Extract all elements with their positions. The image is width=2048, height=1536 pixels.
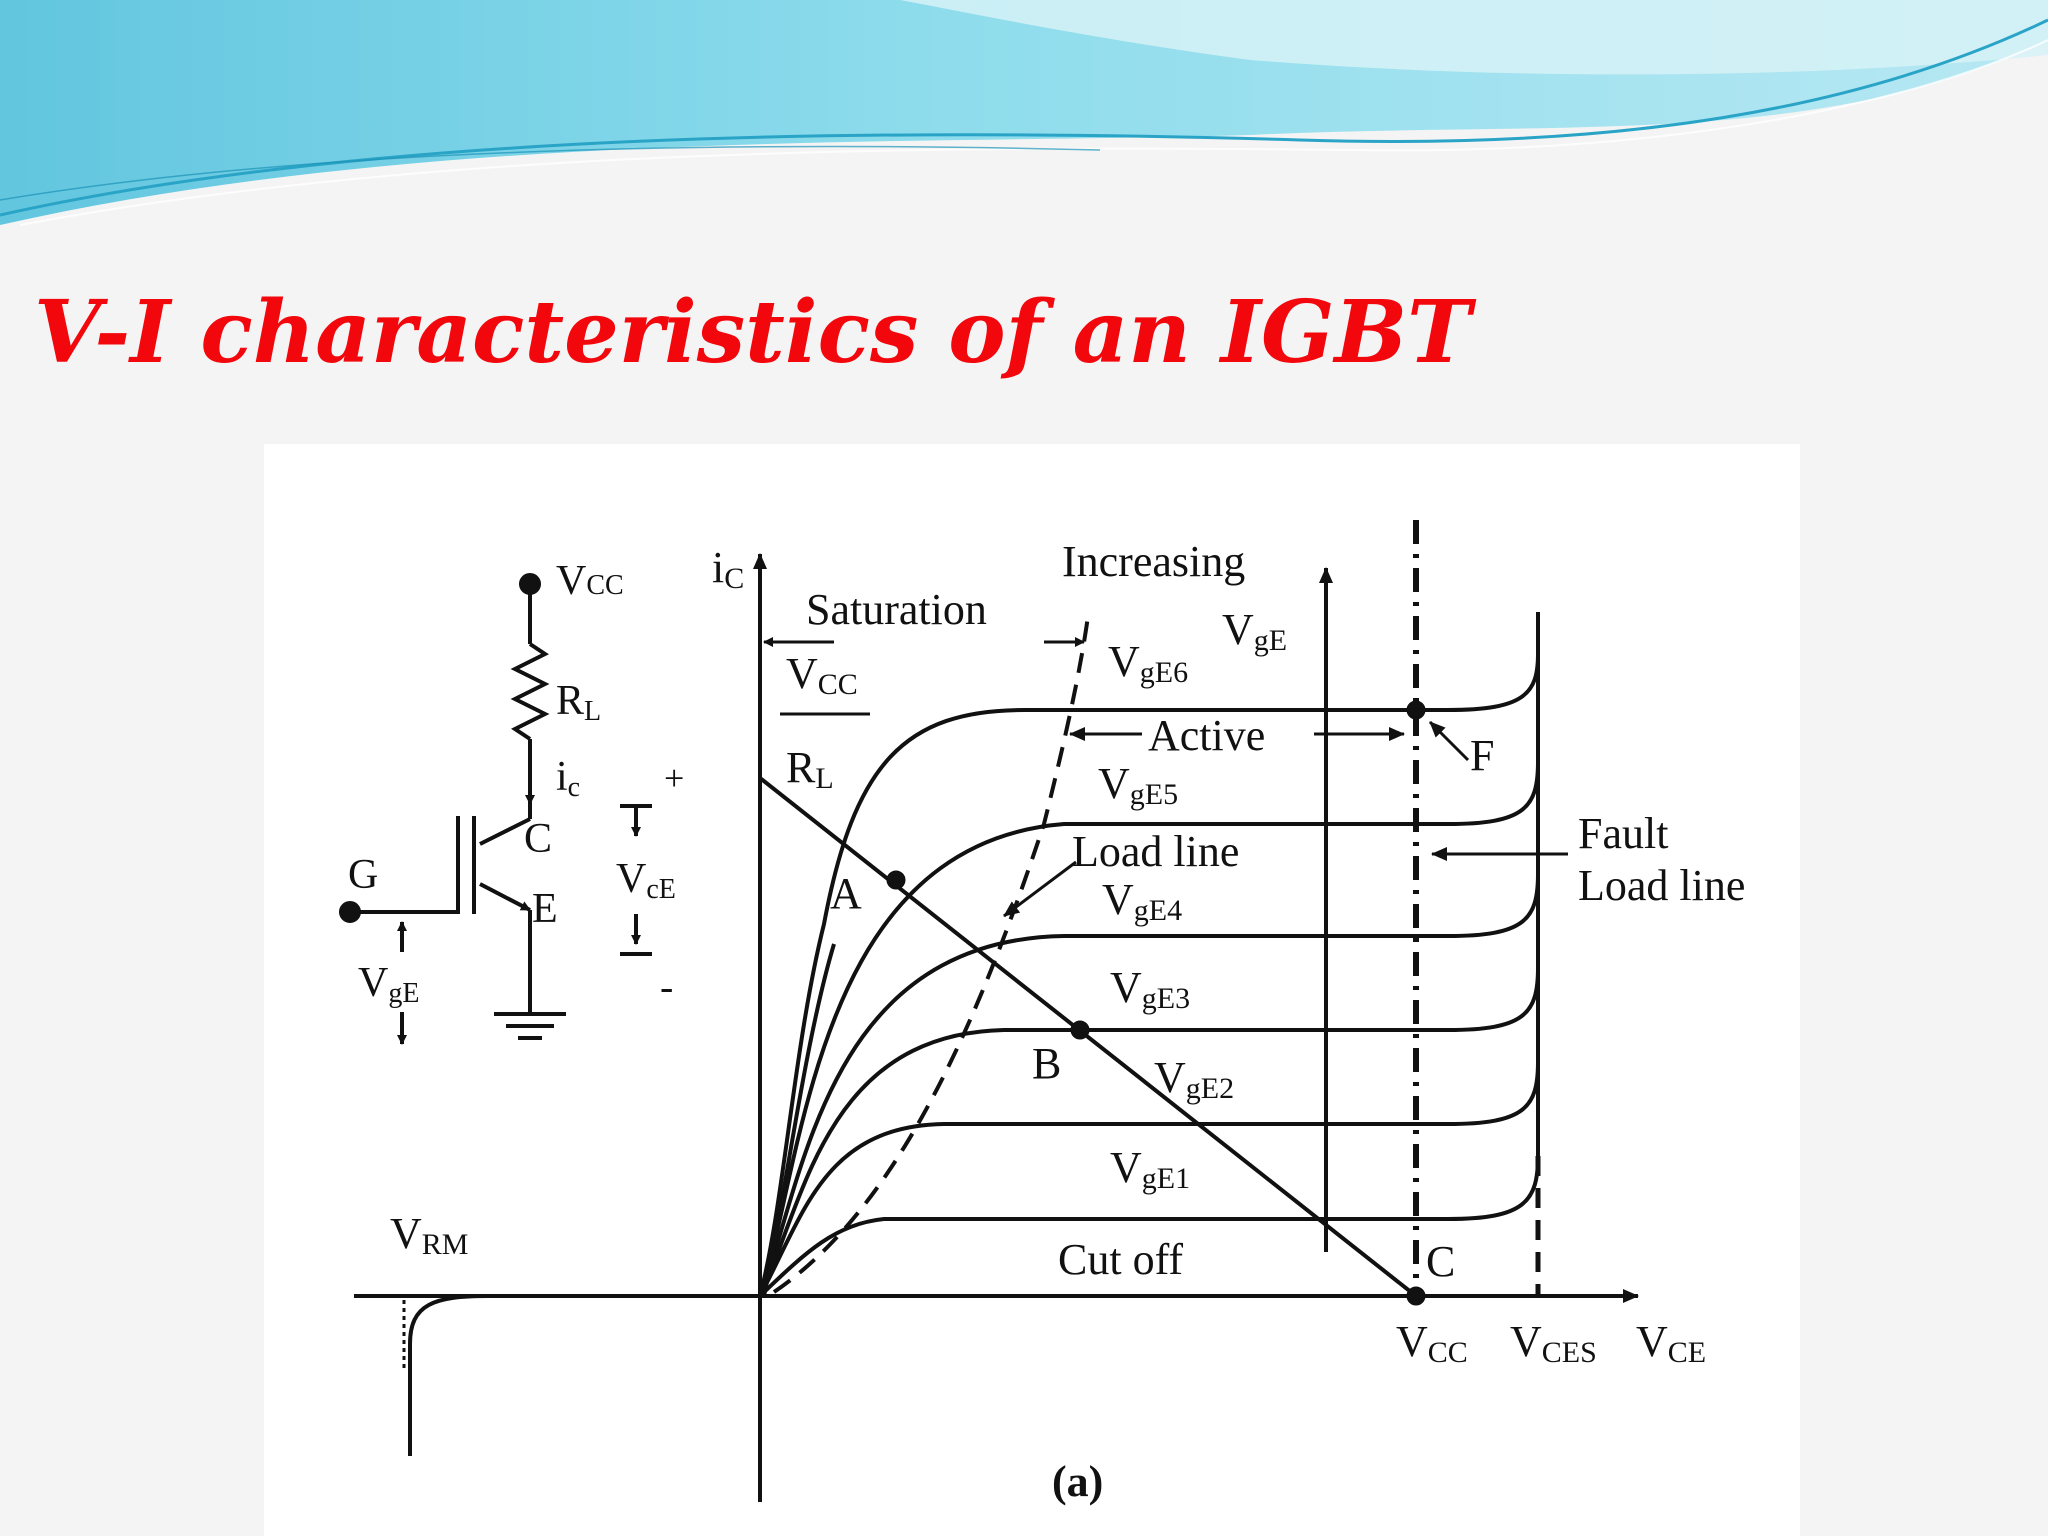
vce-plus-sign: + (664, 758, 684, 798)
load-line-pointer (1003, 860, 1077, 918)
curve-label-vge5: VgE5 (1098, 759, 1178, 811)
vcc-over-rl-intercept: VCC RL (780, 649, 870, 795)
curve-vge4 (758, 873, 1540, 1297)
decorative-wave-banner (0, 0, 2048, 226)
curve-label-vge4: VgE4 (1102, 875, 1182, 927)
point-c-label: C (1426, 1237, 1455, 1286)
emitter-lead (479, 882, 531, 912)
vge-circuit-label: VgE (358, 960, 419, 1009)
curve-label-vge2: VgE2 (1154, 1053, 1234, 1105)
curve-vge3 (758, 967, 1540, 1297)
increasing-vge-label: VgE (1222, 605, 1287, 657)
graph-labels: iC VCE VCC VCES VRM VCC RL Saturation In… (390, 537, 1745, 1506)
curve-vge6-inner (762, 943, 836, 1297)
fault-label-line1: Fault (1578, 809, 1668, 858)
igbt-figure-panel: VCC RL ic C G E VgE VcE + - (264, 444, 1800, 1536)
ic-label: ic (556, 754, 580, 803)
fault-label-line2: Load line (1578, 861, 1745, 910)
curve-label-vge3: VgE3 (1110, 963, 1190, 1015)
igbt-vi-diagram: VCC RL ic C G E VgE VcE + - (339, 520, 1745, 1506)
svg-text:RL: RL (786, 743, 834, 795)
curve-vge1 (758, 1155, 1540, 1298)
operating-point-c (1406, 1286, 1426, 1306)
curve-vge6-tail (1447, 653, 1540, 712)
ic-axis-label: iC (712, 543, 744, 595)
operating-point-f (1406, 700, 1426, 720)
operating-point-a (886, 870, 906, 890)
point-f-label: F (1470, 731, 1494, 780)
load-line-label: Load line (1072, 827, 1239, 876)
slide-title: V-I characteristics of an IGBT (34, 282, 1472, 383)
rl-label: RL (556, 678, 601, 727)
curve-vge2 (758, 1061, 1540, 1297)
reverse-breakdown-curve (408, 1294, 489, 1456)
vcc-label: VCC (556, 558, 624, 604)
circuit-labels: VCC RL ic C G E VgE VcE + - (348, 558, 684, 1009)
vces-tick-label: VCES (1510, 1317, 1597, 1369)
cut-off-label: Cut off (1058, 1235, 1183, 1284)
characteristic-graph (354, 520, 1639, 1502)
gate-label: G (348, 852, 378, 898)
increasing-label: Increasing (1062, 537, 1245, 586)
vrm-label: VRM (390, 1209, 468, 1261)
curve-vge5 (758, 761, 1540, 1297)
point-f-pointer (1428, 720, 1470, 762)
figure-caption: (a) (1052, 1457, 1103, 1506)
load-line (758, 776, 1418, 1298)
vcc-tick-label: VCC (1396, 1317, 1468, 1369)
saturation-label: Saturation (806, 585, 987, 634)
active-label: Active (1148, 711, 1265, 760)
igbt-circuit (339, 573, 652, 1045)
gate-terminal-dot (339, 901, 361, 923)
point-a-label: A (830, 869, 862, 918)
operating-point-b (1070, 1020, 1090, 1040)
curve-label-vge6: VgE6 (1108, 637, 1188, 689)
emitter-label: E (532, 886, 558, 932)
load-resistor (510, 642, 550, 741)
vce-circuit-label: VcE (616, 856, 676, 905)
vce-axis-label: VCE (1636, 1317, 1706, 1369)
point-b-label: B (1032, 1039, 1061, 1088)
collector-label: C (524, 816, 552, 862)
saturation-boundary (772, 615, 1090, 1294)
collector-lead (479, 817, 531, 846)
vcc-terminal-dot (519, 573, 541, 595)
curve-label-vge1: VgE1 (1110, 1143, 1190, 1195)
curve-vge6 (758, 708, 1448, 1297)
svg-text:VCC: VCC (786, 649, 858, 701)
vce-minus-sign: - (660, 964, 673, 1009)
